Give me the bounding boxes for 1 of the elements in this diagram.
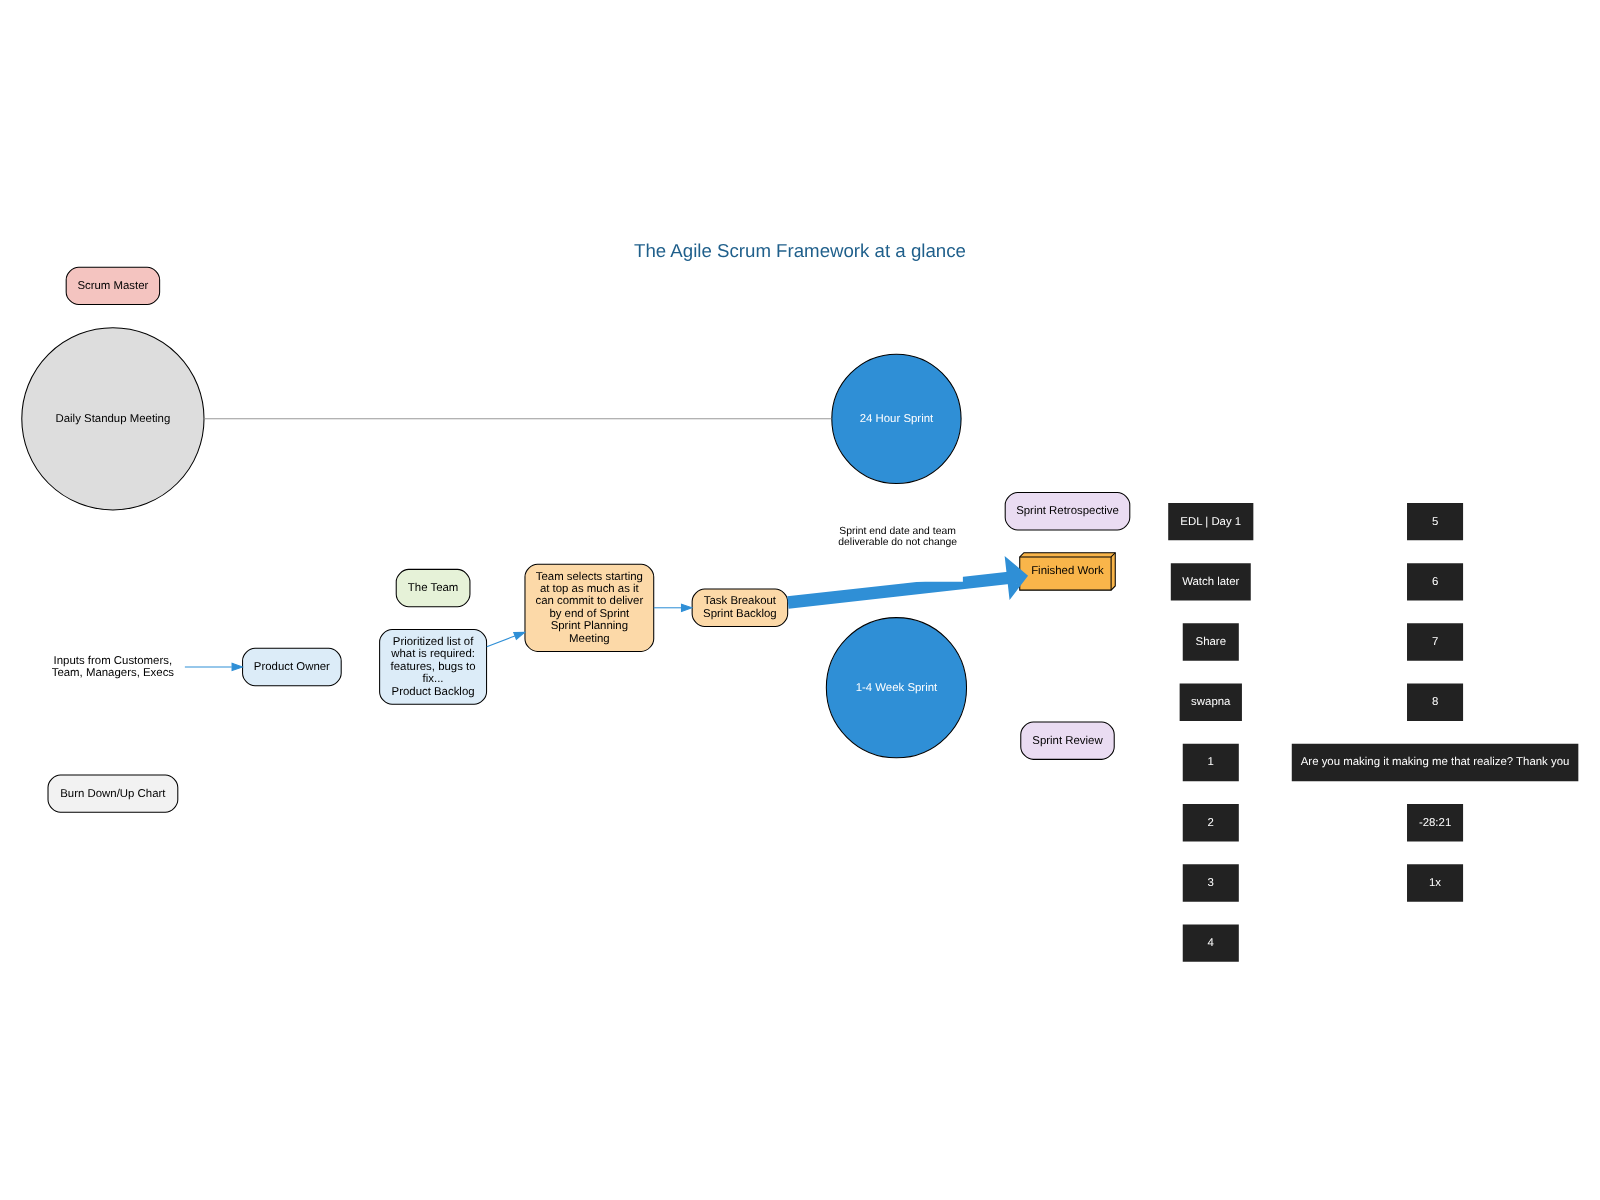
diagram-title: The Agile Scrum Framework at a glance (634, 241, 966, 262)
